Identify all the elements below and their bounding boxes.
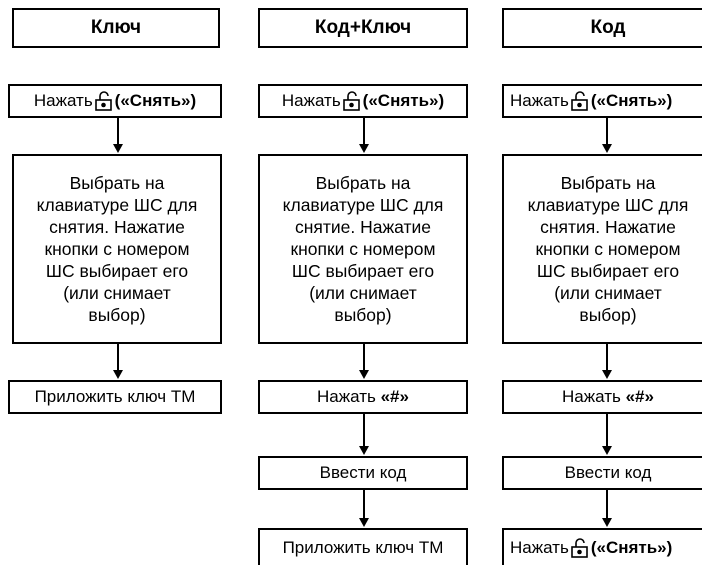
press-bold-label: («Снять») xyxy=(362,91,445,110)
arrow-head xyxy=(359,144,369,153)
unlock-icon xyxy=(342,91,361,111)
header-kluch: Ключ xyxy=(12,8,220,48)
key-label: Приложить ключ ТМ xyxy=(282,537,444,557)
step-press-disarm: Нажать («Снять») xyxy=(502,84,702,118)
step-enter-code: Ввести код xyxy=(258,456,468,490)
code-label: Ввести код xyxy=(319,463,407,482)
select-text: Выбрать на клавиатуре ШС для снятия. Наж… xyxy=(36,173,198,325)
arrow-line xyxy=(606,344,608,370)
step-enter-code: Ввести код xyxy=(502,456,702,490)
unlock-icon xyxy=(571,91,589,111)
step-apply-key: Приложить ключ ТМ xyxy=(8,380,222,414)
arrow-line xyxy=(117,344,119,370)
select-text: Выбрать на клавиатуре ШС для снятия. Наж… xyxy=(527,173,689,325)
step-press-disarm-final: Нажать («Снять») xyxy=(502,528,702,565)
arrow-line xyxy=(117,118,119,144)
arrow-line xyxy=(363,344,365,370)
step-apply-key: Приложить ключ ТМ xyxy=(258,528,468,565)
arrow-head xyxy=(359,370,369,379)
arrow-head xyxy=(602,518,612,527)
arrow-line xyxy=(606,490,608,518)
arrow-head xyxy=(359,518,369,527)
step-press-disarm: Нажать («Снять») xyxy=(8,84,222,118)
arrow-head xyxy=(113,370,123,379)
press-bold-label: («Снять») xyxy=(590,91,673,110)
arrow-head xyxy=(359,446,369,455)
press-label: Нажать xyxy=(281,91,341,110)
arrow-line xyxy=(363,490,365,518)
header-kod: Код xyxy=(502,8,702,48)
arrow-head xyxy=(602,144,612,153)
final-bold-label: («Снять») xyxy=(590,537,673,557)
step-press-hash: Нажать «#» xyxy=(502,380,702,414)
unlock-icon xyxy=(94,91,113,111)
header-kod-kluch: Код+Ключ xyxy=(258,8,468,48)
final-label: Нажать xyxy=(510,537,569,557)
arrow-line xyxy=(363,414,365,446)
arrow-line xyxy=(606,118,608,144)
header-label: Код xyxy=(590,17,626,38)
arrow-head xyxy=(113,144,123,153)
hash-label: Нажать xyxy=(317,387,376,406)
press-label: Нажать xyxy=(510,91,569,110)
unlock-icon xyxy=(571,537,589,558)
hash-label: Нажать xyxy=(562,387,621,406)
step-select-zones: Выбрать на клавиатуре ШС для снятия. Наж… xyxy=(502,154,702,344)
press-label: Нажать xyxy=(33,91,93,110)
hash-bold-label: «#» xyxy=(380,387,409,406)
step-press-disarm: Нажать («Снять») xyxy=(258,84,468,118)
key-label: Приложить ключ ТМ xyxy=(34,387,196,406)
press-bold-label: («Снять») xyxy=(114,91,197,110)
arrow-head xyxy=(602,446,612,455)
arrow-head xyxy=(602,370,612,379)
step-select-zones: Выбрать на клавиатуре ШС для снятия. Наж… xyxy=(12,154,222,344)
header-label: Код+Ключ xyxy=(314,17,412,38)
header-label: Ключ xyxy=(90,17,142,38)
step-select-zones: Выбрать на клавиатуре ШС для снятие. Наж… xyxy=(258,154,468,344)
select-text: Выбрать на клавиатуре ШС для снятие. Наж… xyxy=(282,173,444,325)
arrow-line xyxy=(363,118,365,144)
hash-bold-label: «#» xyxy=(625,387,654,406)
step-press-hash: Нажать «#» xyxy=(258,380,468,414)
arrow-line xyxy=(606,414,608,446)
code-label: Ввести код xyxy=(564,463,652,482)
